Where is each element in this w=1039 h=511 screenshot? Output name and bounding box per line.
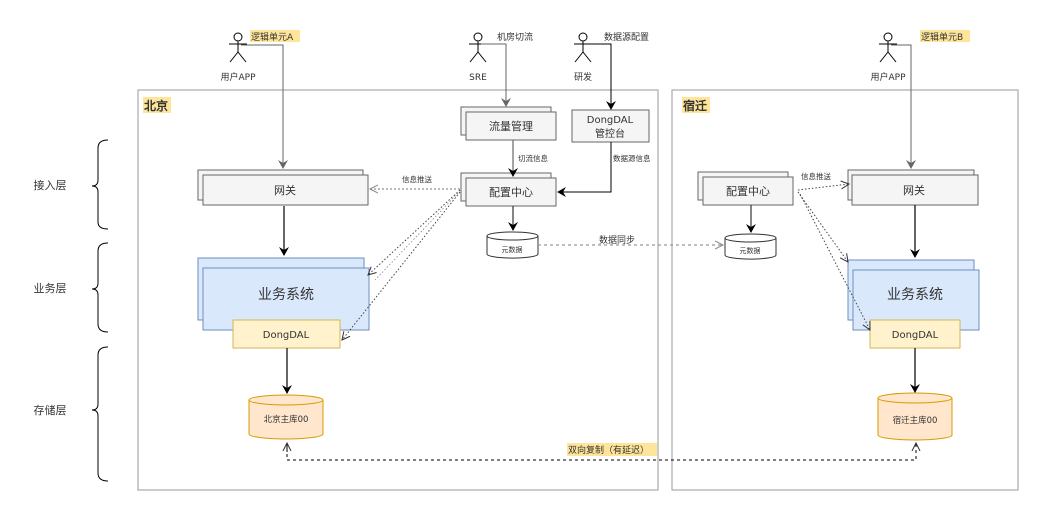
box-label-line1: DongDAL — [587, 115, 634, 126]
layer-business: 业务层 — [34, 242, 109, 333]
layer-label: 业务层 — [34, 282, 67, 295]
actor-name: 用户APP — [870, 71, 906, 83]
edge-config-push-gateway-sq — [797, 184, 849, 191]
suqian-master-db[interactable]: 宿迁主库00 — [877, 392, 953, 441]
edge-config-push-dongdal-sq — [799, 193, 870, 330]
actor-user-app-a[interactable]: 用户APP 逻辑单元A — [220, 30, 300, 83]
layer-label: 存储层 — [34, 403, 67, 417]
actor-name: 用户APP — [220, 71, 256, 83]
suqian-dongdal[interactable]: DongDAL — [869, 319, 961, 349]
edge-user-b-to-gateway — [891, 44, 916, 169]
actor-tag: 逻辑单元B — [921, 31, 963, 43]
actor-sre[interactable]: SRE 机房切流 — [469, 31, 533, 83]
actor-tag: 数据源配置 — [604, 31, 649, 43]
beijing-config-center[interactable]: 配置中心 — [460, 172, 557, 207]
box-label: 业务系统 — [887, 287, 943, 303]
edge-dev-to-console — [586, 43, 616, 110]
edge-config-push-business-2 — [374, 192, 459, 281]
layer-label: 接入层 — [34, 179, 67, 192]
box-label-line2: 管控台 — [595, 127, 625, 140]
region-title-highlight — [682, 97, 710, 113]
region-suqian — [671, 89, 1019, 491]
actor-tag: 机房切流 — [497, 31, 533, 43]
region-title-highlight — [143, 97, 171, 113]
stick-figure-icon — [574, 32, 592, 63]
db-label: 元数据 — [740, 246, 761, 255]
suqian-metadata-db[interactable]: 元数据 — [724, 233, 777, 260]
actor-user-app-b[interactable]: 用户APP 逻辑单元B — [870, 30, 970, 83]
box-label: 流量管理 — [489, 119, 533, 133]
edge-console-to-config — [557, 142, 612, 197]
edge-bidirectional-replication — [286, 443, 916, 461]
box-label: 配置中心 — [726, 185, 770, 198]
brace — [91, 346, 109, 482]
suqian-gateway[interactable]: 网关 — [847, 169, 979, 206]
box-label: 网关 — [903, 183, 925, 197]
edge-sre-to-traffic — [481, 43, 511, 107]
brace — [91, 139, 109, 230]
beijing-dongdal[interactable]: DongDAL — [232, 319, 341, 349]
beijing-business-system[interactable]: 业务系统 — [197, 257, 370, 331]
box-label: 业务系统 — [258, 287, 314, 303]
region-title-suqian: 宿迁 — [683, 98, 707, 113]
beijing-dongdal-console[interactable]: DongDAL 管控台 — [571, 109, 650, 143]
region-beijing — [137, 89, 659, 491]
edge-config-push-dongdal — [342, 191, 461, 340]
db-label: 元数据 — [502, 245, 523, 254]
replication-label-highlight — [567, 443, 657, 456]
tag-highlight — [250, 30, 300, 42]
db-label: 宿迁主库00 — [893, 415, 938, 426]
db-label: 北京主库00 — [264, 414, 309, 425]
stick-figure-icon — [229, 32, 247, 63]
edge-label-replication: 双向复制（有延迟） — [568, 444, 649, 456]
box-label: 网关 — [274, 183, 296, 197]
beijing-gateway[interactable]: 网关 — [197, 169, 369, 206]
actor-name: SRE — [469, 73, 487, 83]
edge-label-data-sync: 数据同步 — [599, 234, 635, 246]
edge-label-ds-info: 数据源信息 — [613, 153, 651, 163]
box-label: 配置中心 — [489, 186, 533, 199]
actor-tag: 逻辑单元A — [251, 31, 294, 43]
edge-user-a-to-gateway — [241, 44, 288, 169]
beijing-master-db[interactable]: 北京主库00 — [248, 394, 324, 440]
box-label: DongDAL — [892, 330, 939, 341]
box-label: DongDAL — [263, 330, 310, 341]
tag-highlight — [920, 30, 970, 42]
layer-access: 接入层 — [34, 139, 109, 230]
actor-name: 研发 — [574, 71, 592, 83]
beijing-traffic-management[interactable]: 流量管理 — [460, 106, 557, 141]
edge-config-push-business-sq — [797, 191, 848, 262]
layer-storage: 存储层 — [34, 346, 109, 482]
actor-dev[interactable]: 研发 数据源配置 — [574, 31, 649, 83]
brace — [91, 242, 109, 333]
edge-label-push: 信息推送 — [402, 174, 432, 184]
edge-config-push-business — [368, 189, 461, 275]
stick-figure-icon — [879, 32, 897, 63]
beijing-metadata-db[interactable]: 元数据 — [486, 231, 539, 259]
edge-label-switch-info: 切流信息 — [518, 153, 548, 163]
edge-label-push: 信息推送 — [801, 171, 831, 181]
suqian-config-center[interactable]: 配置中心 — [697, 171, 794, 206]
stick-figure-icon — [469, 32, 487, 63]
region-title-beijing: 北京 — [144, 98, 168, 113]
